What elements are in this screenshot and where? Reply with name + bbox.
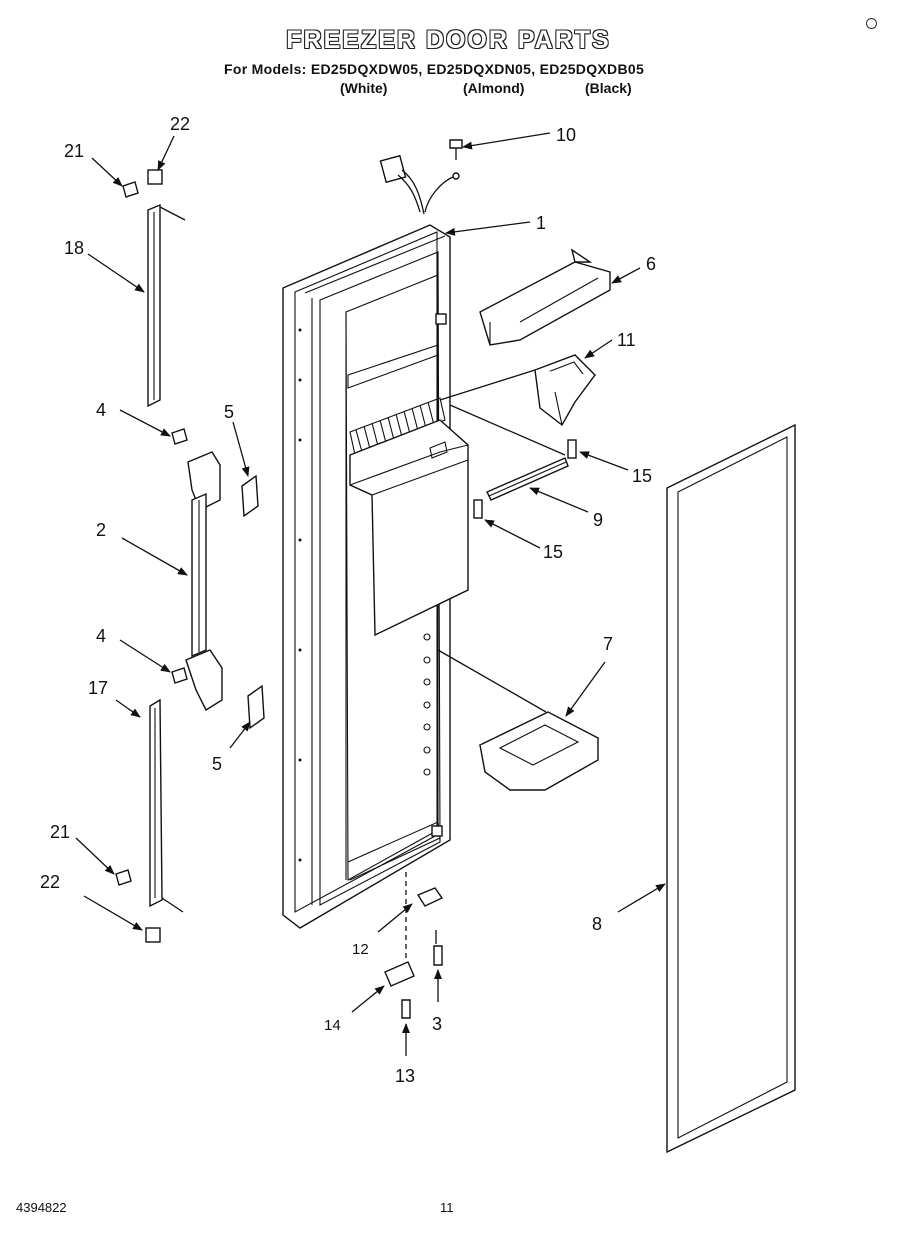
- callout-22-lower: 22: [40, 872, 60, 892]
- models-line: For Models: ED25DQXDW05, ED25DQXDN05, ED…: [224, 61, 645, 77]
- callout-9: 9: [593, 510, 603, 530]
- callout-5-lower: 5: [212, 754, 222, 774]
- callout-3: 3: [432, 1014, 442, 1034]
- callout-22-upper: 22: [170, 114, 190, 134]
- callout-10: 10: [556, 125, 576, 145]
- callout-21-lower: 21: [50, 822, 70, 842]
- rail-part-17: [115, 698, 184, 943]
- callout-1: 1: [536, 213, 546, 233]
- callout-21-upper: 21: [64, 141, 84, 161]
- gasket-part-8: [666, 423, 796, 1154]
- callout-15-lower: 15: [543, 542, 563, 562]
- callout-14: 14: [324, 1017, 341, 1034]
- page-title: FREEZER DOOR PARTS: [286, 26, 611, 54]
- leader-lines: [75, 132, 666, 1056]
- callout-5-upper: 5: [224, 402, 234, 422]
- callout-13: 13: [395, 1066, 415, 1086]
- color-label-almond: (Almond): [463, 80, 525, 96]
- corner-registration-mark: [866, 18, 877, 29]
- callout-18: 18: [64, 238, 84, 258]
- rail-part-18: [122, 169, 186, 408]
- callout-15-upper: 15: [632, 466, 652, 486]
- tray-part-7: [478, 711, 600, 791]
- callout-2: 2: [96, 520, 106, 540]
- trim-strip-part-9: [473, 439, 577, 519]
- callout-6: 6: [646, 254, 656, 274]
- callout-8: 8: [592, 914, 602, 934]
- door-liner-part: [282, 224, 469, 929]
- wire-harness-part: [379, 139, 463, 215]
- bin-part-6: [479, 248, 611, 346]
- handle-part-2: [171, 428, 265, 730]
- page-number: 11: [440, 1200, 454, 1215]
- document-number: 4394822: [16, 1200, 67, 1215]
- callout-12: 12: [352, 941, 369, 958]
- callout-4-lower: 4: [96, 626, 106, 646]
- callout-17: 17: [88, 678, 108, 698]
- callout-11: 11: [617, 330, 636, 350]
- color-label-black: (Black): [585, 80, 632, 96]
- color-label-white: (White): [340, 80, 388, 96]
- callout-4-upper: 4: [96, 400, 106, 420]
- chute-part-11: [533, 354, 597, 427]
- hinge-hardware: [384, 872, 444, 1019]
- callout-labels: 1 2 3 4 4 5 5 6 7 8 9 10 11 12 13 14 15 …: [40, 114, 656, 1086]
- callout-7: 7: [603, 634, 613, 654]
